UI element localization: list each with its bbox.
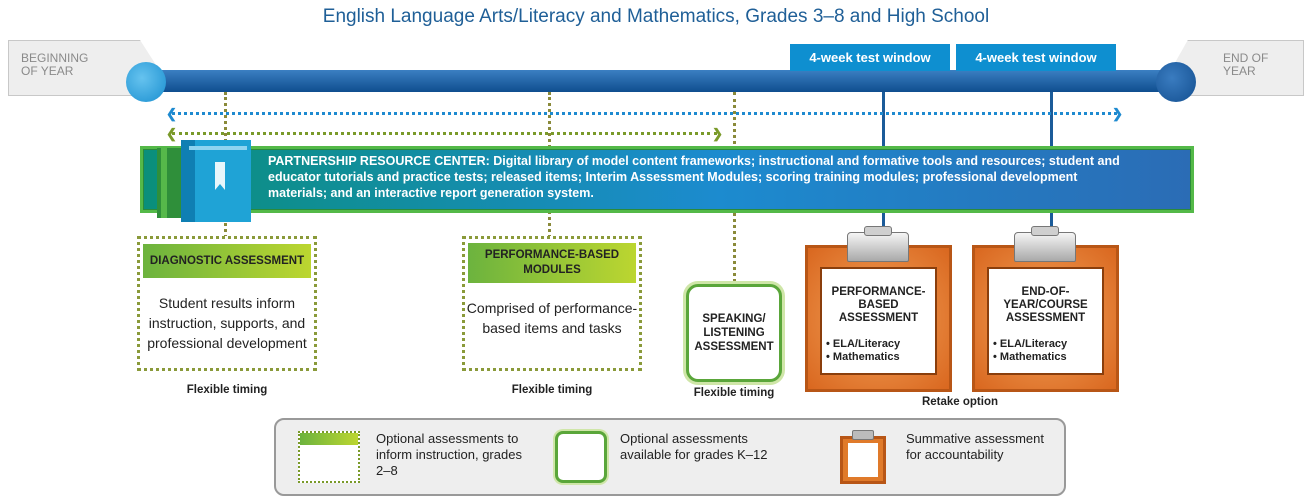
resource-center-banner bbox=[140, 146, 1194, 213]
arrow-left-icon: ❮ bbox=[166, 106, 177, 121]
arrow-right-icon: ❯ bbox=[1112, 106, 1123, 121]
diagram-title: English Language Arts/Literacy and Mathe… bbox=[322, 6, 990, 27]
summative-legend-clip bbox=[852, 430, 874, 440]
legend bbox=[274, 418, 1066, 496]
timeline-start-marker bbox=[126, 62, 166, 102]
legend-optional-k-12: Optional assessments available for grade… bbox=[620, 431, 768, 462]
arrow-left-icon: ❮ bbox=[166, 126, 177, 141]
end-of-year-assessment-subjects: • ELA/Literacy • Mathematics bbox=[993, 338, 1067, 364]
clipboard-paper bbox=[820, 267, 937, 375]
clipboard-clip-nub bbox=[1031, 226, 1059, 236]
summative-legend-paper bbox=[848, 443, 878, 477]
clipboard-clip-icon bbox=[847, 232, 909, 262]
clipboard-clip-nub bbox=[864, 226, 892, 236]
list-item: • ELA/Literacy bbox=[993, 338, 1068, 350]
timeline-end-marker bbox=[1156, 62, 1196, 102]
speaking-listening-heading: SPEAKING/ LISTENING ASSESSMENT bbox=[694, 313, 774, 353]
k12-assessment-legend-icon bbox=[555, 431, 607, 483]
full-year-arrow: ❮ ❯ bbox=[166, 107, 1123, 120]
legend-summative: Summative assessment for accountability bbox=[906, 431, 1044, 462]
diagnostic-assessment-heading: DIAGNOSTIC ASSESSMENT bbox=[143, 244, 311, 278]
legend-optional-grades-2-8: Optional assessments to inform instructi… bbox=[376, 431, 522, 478]
performance-modules-timing-caption: Flexible timing bbox=[511, 384, 593, 396]
performance-assessment-subjects: • ELA/Literacy • Mathematics bbox=[826, 338, 900, 364]
end-of-year-label: END OF YEAR bbox=[1223, 51, 1269, 78]
optional-period-arrow: ❮ ❯ bbox=[166, 127, 723, 140]
diagnostic-assessment-description: Student results inform instruction, supp… bbox=[147, 295, 307, 351]
performance-modules-description: Comprised of performance-based items and… bbox=[466, 300, 638, 336]
diagnostic-timing-caption: Flexible timing bbox=[186, 384, 268, 396]
retake-option-caption: Retake option bbox=[921, 396, 999, 408]
performance-modules-heading: PERFORMANCE-BASED MODULES bbox=[468, 243, 636, 283]
timeline-bar bbox=[146, 70, 1186, 92]
clipboard-paper bbox=[987, 267, 1104, 375]
beginning-of-year-label: BEGINNING OF YEAR bbox=[21, 51, 89, 78]
clipboard-clip-icon bbox=[1014, 232, 1076, 262]
list-item: • ELA/Literacy bbox=[826, 338, 901, 350]
end-of-year-assessment-title: END-OF-YEAR/COURSE ASSESSMENT bbox=[1003, 286, 1088, 324]
test-window-label-2: 4-week test window bbox=[956, 44, 1116, 71]
books-icon bbox=[157, 140, 251, 222]
test-window-label-1: 4-week test window bbox=[790, 44, 950, 71]
list-item: • Mathematics bbox=[993, 351, 1067, 363]
optional-assessment-legend-icon-header bbox=[300, 433, 358, 445]
resource-center-description: PARTNERSHIP RESOURCE CENTER: Digital lib… bbox=[268, 154, 1120, 200]
arrow-right-icon: ❯ bbox=[712, 126, 723, 141]
speaking-listening-card bbox=[686, 284, 782, 382]
performance-assessment-title: PERFORMANCE-BASED ASSESSMENT bbox=[831, 286, 926, 324]
list-item: • Mathematics bbox=[826, 351, 900, 363]
speaking-listening-timing-caption: Flexible timing bbox=[693, 387, 775, 399]
